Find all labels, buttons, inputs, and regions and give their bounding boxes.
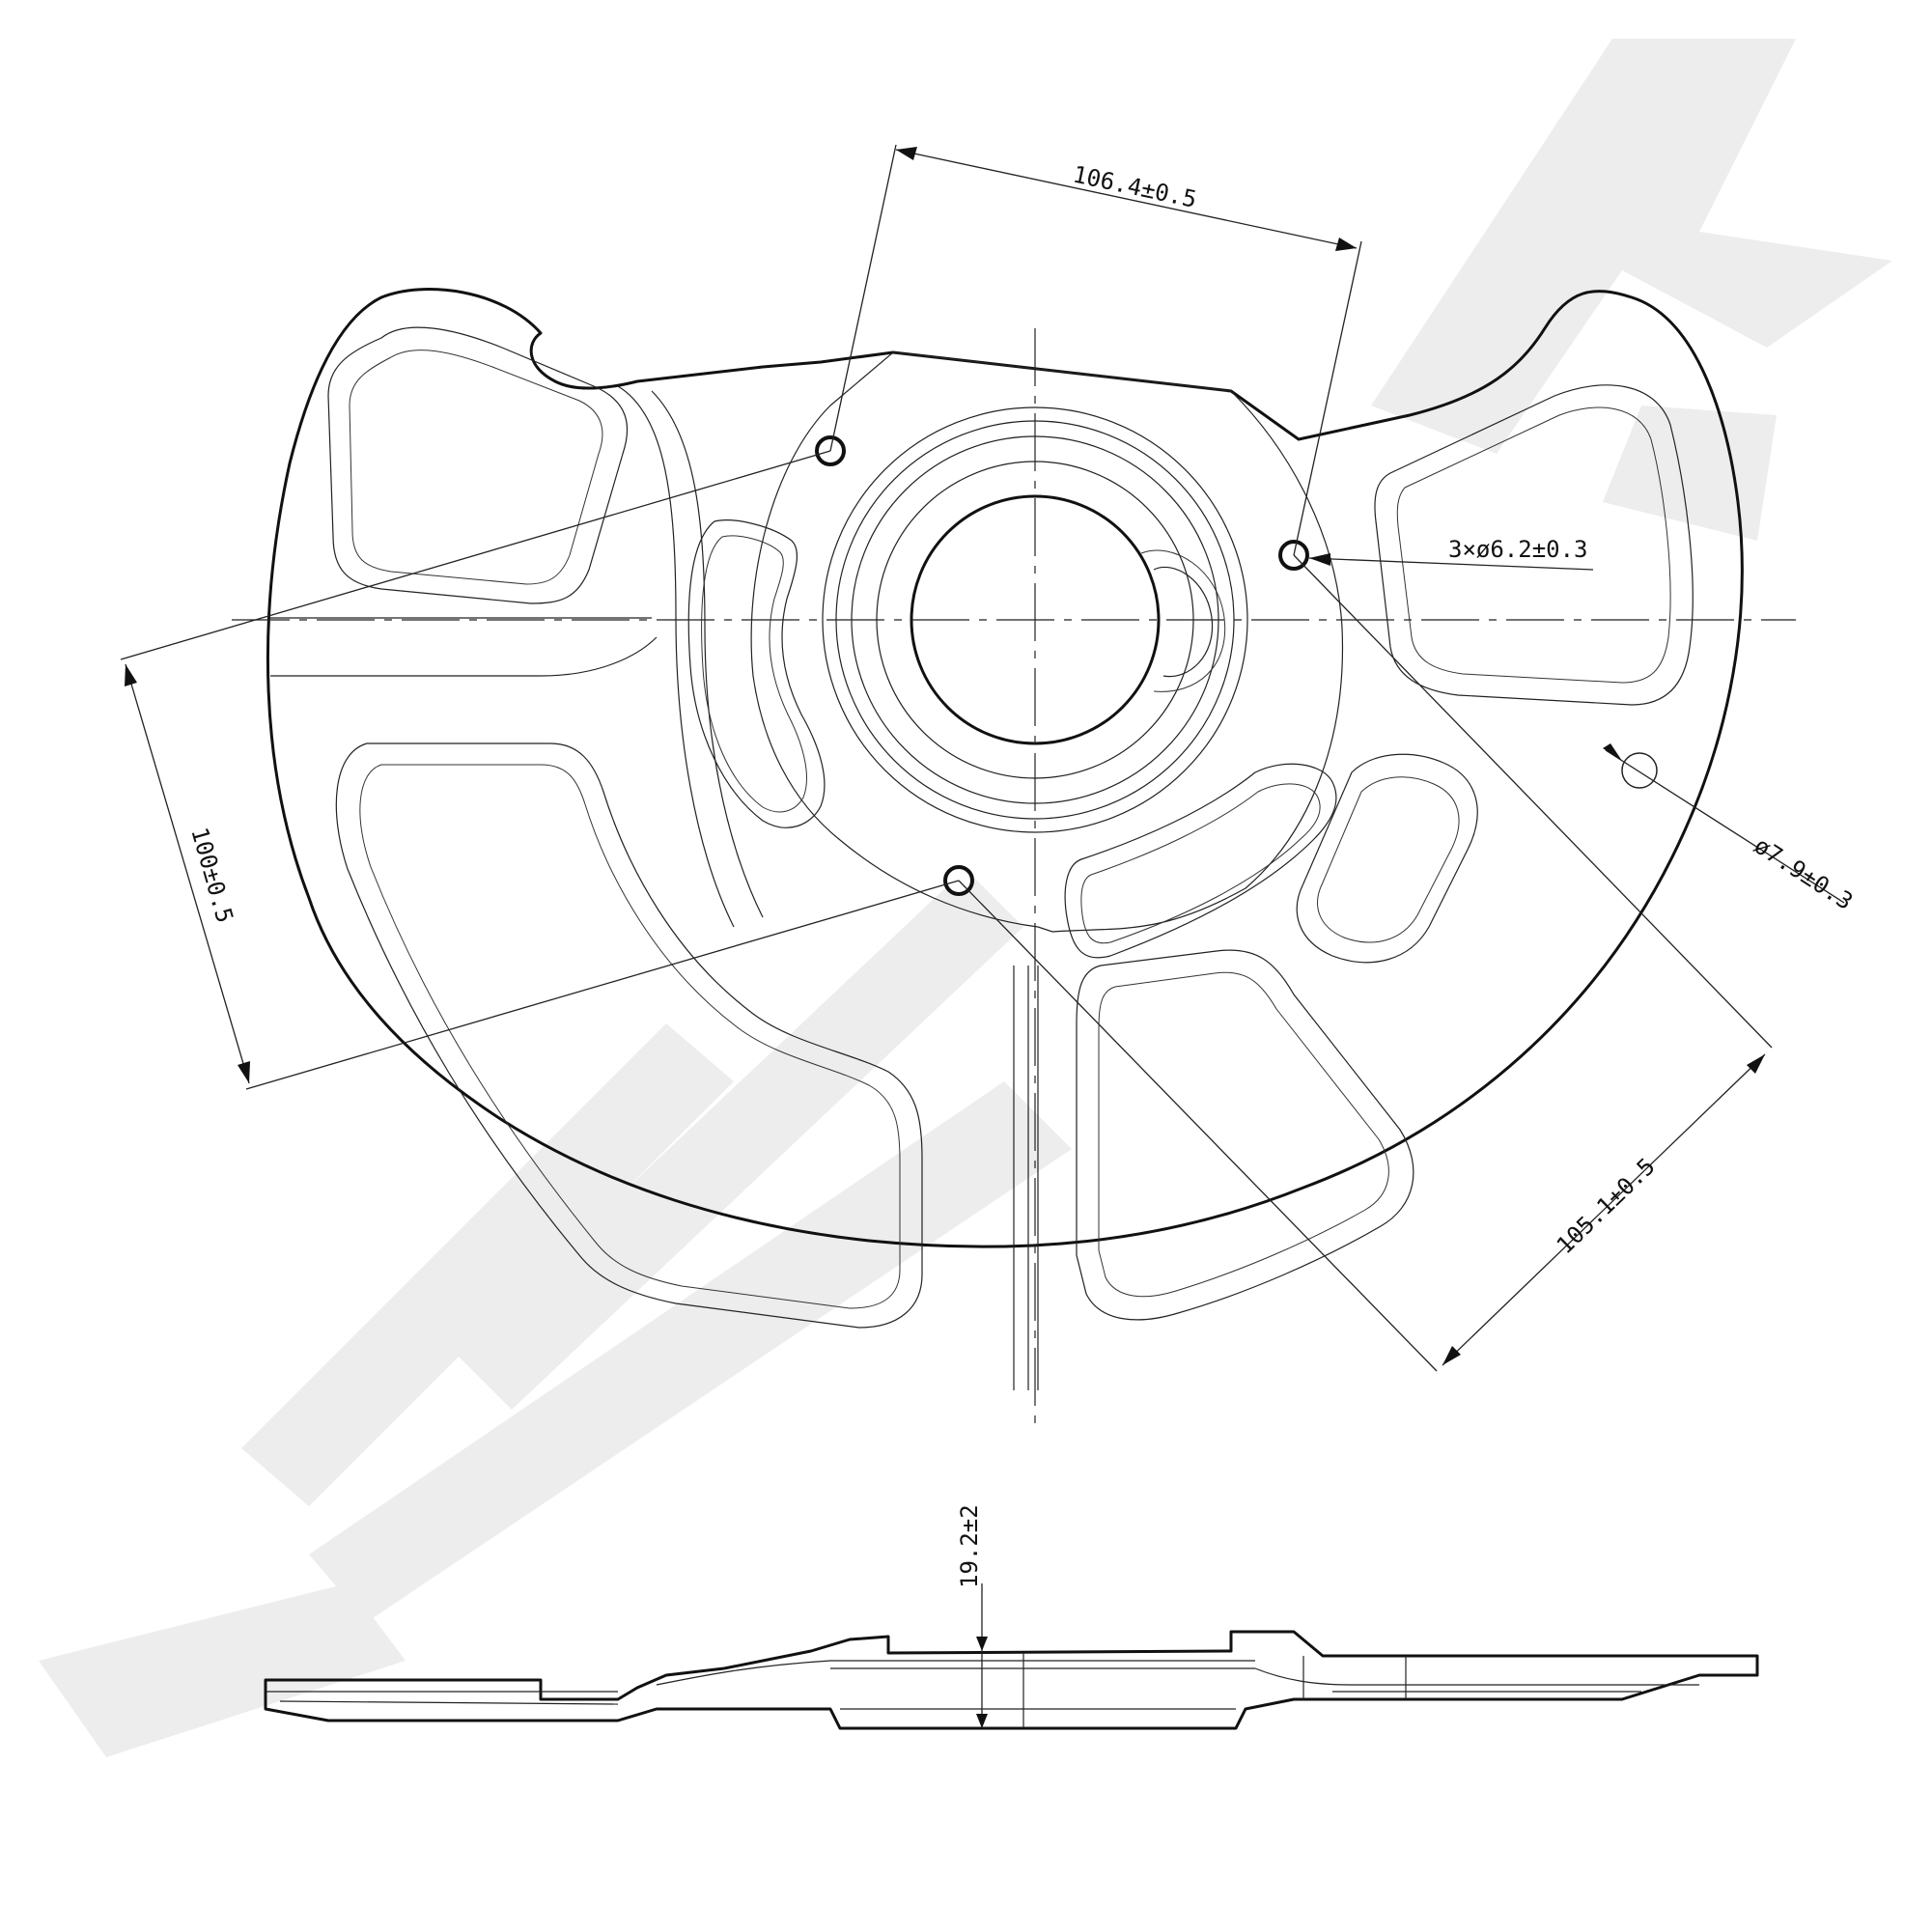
sensor-hole	[1621, 752, 1658, 789]
keyway	[1153, 566, 1214, 678]
dim-diagonal-span-label: 105.1±0.5	[1552, 1153, 1661, 1259]
window-lower-right	[1076, 949, 1414, 1321]
dimension-top-span: 106.4±0.5	[829, 144, 1362, 556]
window-upper-left	[327, 326, 629, 604]
hub-flange	[750, 351, 1344, 933]
dim-left-span-label: 100±0.5	[185, 825, 238, 926]
watermark	[39, 39, 1892, 1757]
dimension-left-span: 100±0.5	[120, 450, 960, 1090]
window-upper-right	[1374, 384, 1694, 706]
dimension-hole-callout: 3×ø6.2±0.3	[1308, 536, 1594, 571]
dim-small-hole-label: ø7.9±0.3	[1750, 832, 1858, 915]
dimension-diagonal-span: 105.1±0.5	[958, 554, 1773, 1372]
dim-top-span-label: 106.4±0.5	[1071, 160, 1199, 212]
cutout-left	[687, 519, 826, 828]
shield-front-view	[266, 288, 1744, 1390]
window-right-small	[1296, 753, 1478, 964]
window-lower-left	[335, 742, 923, 1329]
dim-hole-callout-label: 3×ø6.2±0.3	[1448, 536, 1588, 563]
hub-ring-outer	[822, 406, 1248, 833]
shield-outline	[266, 288, 1744, 1248]
dim-thickness-label: 19.2±2	[956, 1504, 983, 1588]
side-profile	[264, 1630, 1759, 1730]
shield-side-view	[264, 1630, 1759, 1730]
cutout-right	[1064, 763, 1337, 959]
dimension-thickness: 19.2±2	[956, 1504, 988, 1728]
